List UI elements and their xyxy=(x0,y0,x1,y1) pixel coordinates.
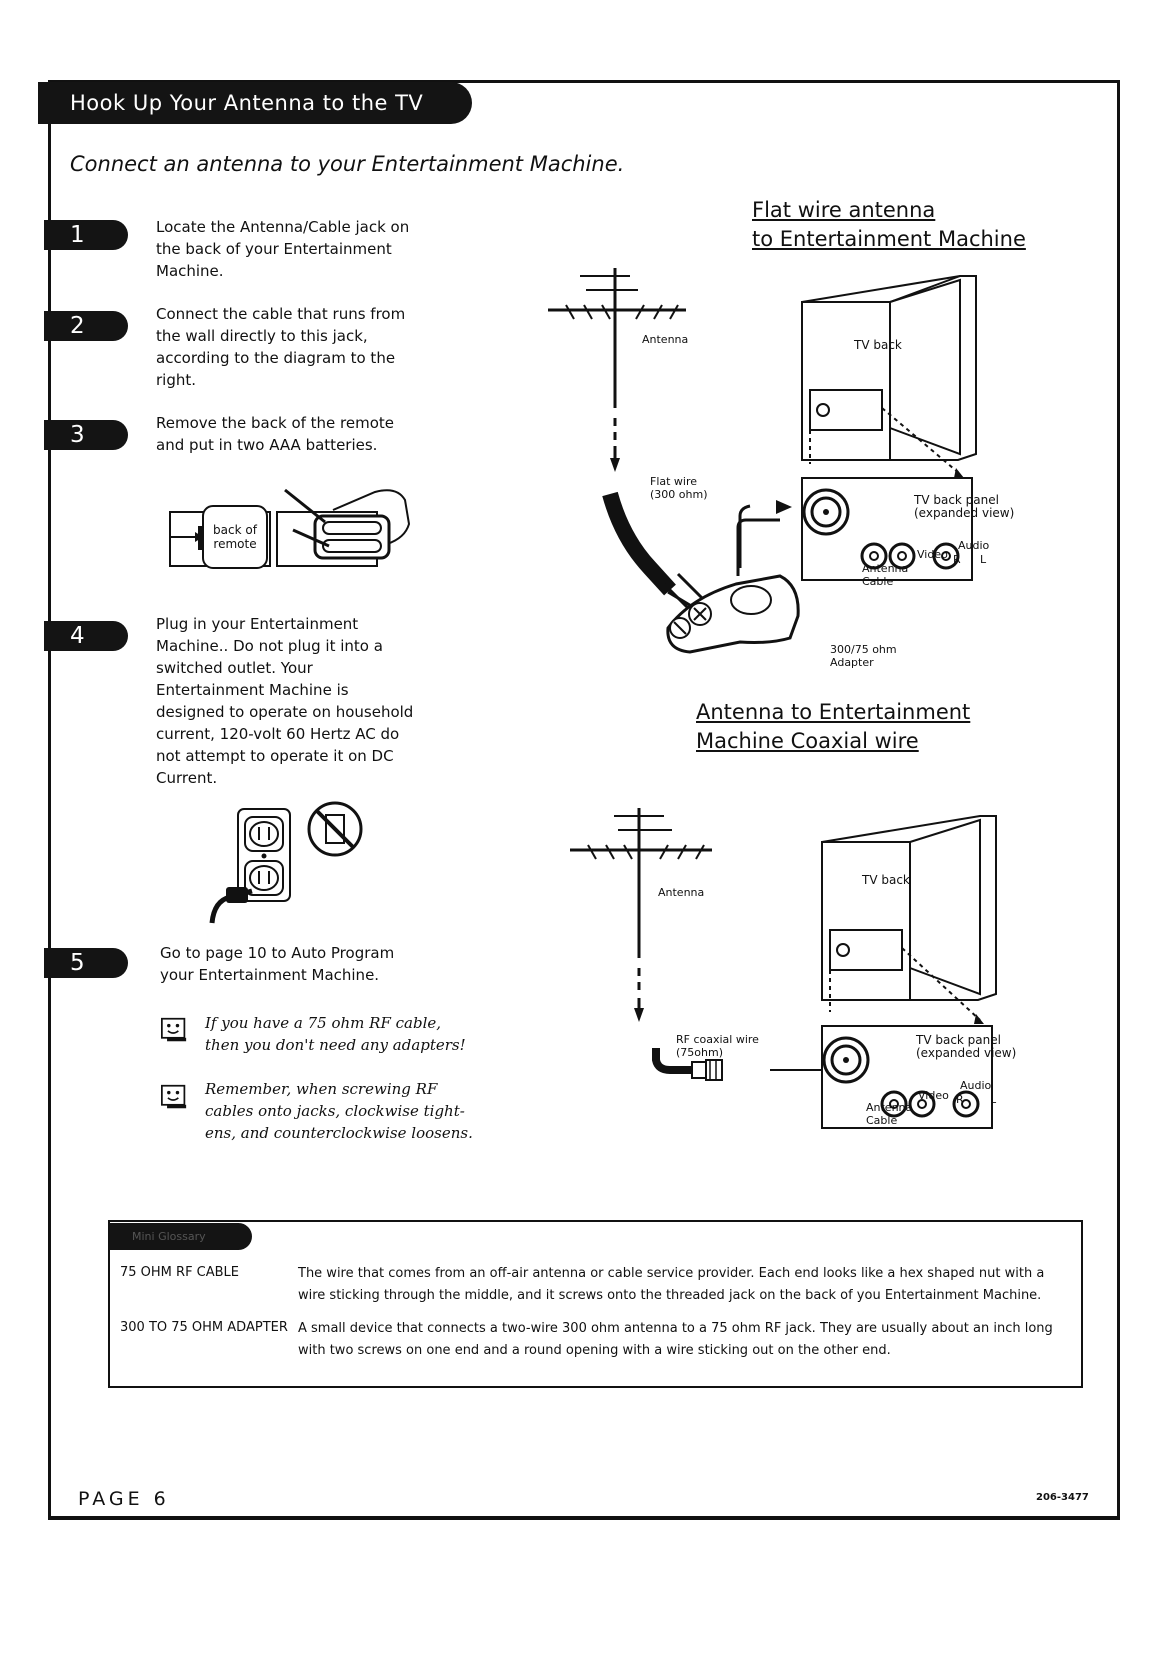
document-code: 206-3477 xyxy=(1036,1492,1089,1503)
diagram-2-antenna-label: Antenna xyxy=(658,886,705,899)
glossary-term-1: 75 OHM RF CABLE xyxy=(120,1265,240,1280)
diagram-1-l-label: L xyxy=(980,553,987,566)
diagram-2-video-label: Video xyxy=(918,1089,949,1102)
diagram-2-antenna-cable-label: Antenna Cable xyxy=(866,1101,913,1127)
glossary-term-2: 300 TO 75 OHM ADAPTER xyxy=(120,1320,288,1335)
diagram-2-r-label: R xyxy=(956,1093,964,1106)
diagram-1-antenna-label: Antenna xyxy=(642,333,689,346)
glossary-box xyxy=(108,1220,1083,1388)
step-3-badge: 3 xyxy=(44,420,128,450)
diagram-2-panel-label: TV back panel (expanded view) xyxy=(916,1033,1017,1060)
smiley-face-icon xyxy=(161,1017,187,1042)
remote-illustration xyxy=(169,488,411,569)
step-4-badge: 4 xyxy=(44,621,128,651)
page-number: PAGE 6 xyxy=(78,1488,170,1510)
step-5-badge: 5 xyxy=(44,948,128,978)
remote-label-line1: back of xyxy=(213,523,257,537)
glossary-tab: Mini Glossary xyxy=(110,1223,252,1250)
step-1-text: Locate the Antenna/Cable jack on the bac… xyxy=(156,218,410,280)
diagram-1-title-line2: to Entertainment Machine xyxy=(752,227,1026,251)
diagram-1-audio-label: Audio xyxy=(958,539,990,552)
step-5-text: Go to page 10 to Auto Program your Enter… xyxy=(160,944,395,984)
step-3-text: Remove the back of the remote and put in… xyxy=(156,414,395,454)
smiley-face-icon xyxy=(161,1084,187,1109)
outlet-illustration xyxy=(209,801,363,924)
section-title: Hook Up Your Antenna to the TV xyxy=(70,91,424,115)
tip-note-2: Remember, when screwing RF cables onto j… xyxy=(205,1080,473,1142)
diagram-1-antenna-cable-label: Antenna Cable xyxy=(862,562,909,588)
page-subtitle: Connect an antenna to your Entertainment… xyxy=(70,152,625,176)
glossary-definition-2: A small device that connects a two-wire … xyxy=(298,1321,1053,1358)
page-frame xyxy=(48,80,1120,1520)
diagram-2-tv-back-label: TV back xyxy=(862,873,910,887)
tip-note-1: If you have a 75 ohm RF cable, then you … xyxy=(205,1014,466,1054)
remote-label-line2: remote xyxy=(213,537,257,551)
step-4-text: Plug in your Entertainment Machine.. Do … xyxy=(156,615,414,787)
step-1-badge: 1 xyxy=(44,220,128,250)
step-2-badge: 2 xyxy=(44,311,128,341)
diagram-2-l-label: L xyxy=(990,1093,997,1106)
diagram-2-title-line1: Antenna to Entertainment xyxy=(696,700,971,724)
diagram-2-audio-label: Audio xyxy=(960,1079,992,1092)
glossary-tab-label: Mini Glossary xyxy=(132,1230,206,1243)
diagram-1-video-label: Video xyxy=(917,548,948,561)
step-2-text: Connect the cable that runs from the wal… xyxy=(156,305,406,389)
diagram-1-flat-wire-label: Flat wire (300 ohm) xyxy=(650,475,708,501)
diagram-1-adapter-label: 300/75 ohm Adapter xyxy=(830,643,897,669)
diagram-1-illustration xyxy=(548,268,977,654)
diagram-1-title-line1: Flat wire antenna xyxy=(752,198,936,222)
section-header-tab xyxy=(38,82,472,124)
glossary-definition-1: The wire that comes from an off-air ante… xyxy=(298,1266,1045,1303)
diagram-1-tv-back-label: TV back xyxy=(854,338,902,352)
diagram-1-panel-label: TV back panel (expanded view) xyxy=(914,493,1015,520)
diagram-2-rf-wire-label: RF coaxial wire (75ohm) xyxy=(676,1033,759,1059)
diagram-2-title-line2: Machine Coaxial wire xyxy=(696,729,919,753)
diagram-2-illustration xyxy=(570,808,997,1129)
diagram-1-r-label: R xyxy=(953,553,961,566)
